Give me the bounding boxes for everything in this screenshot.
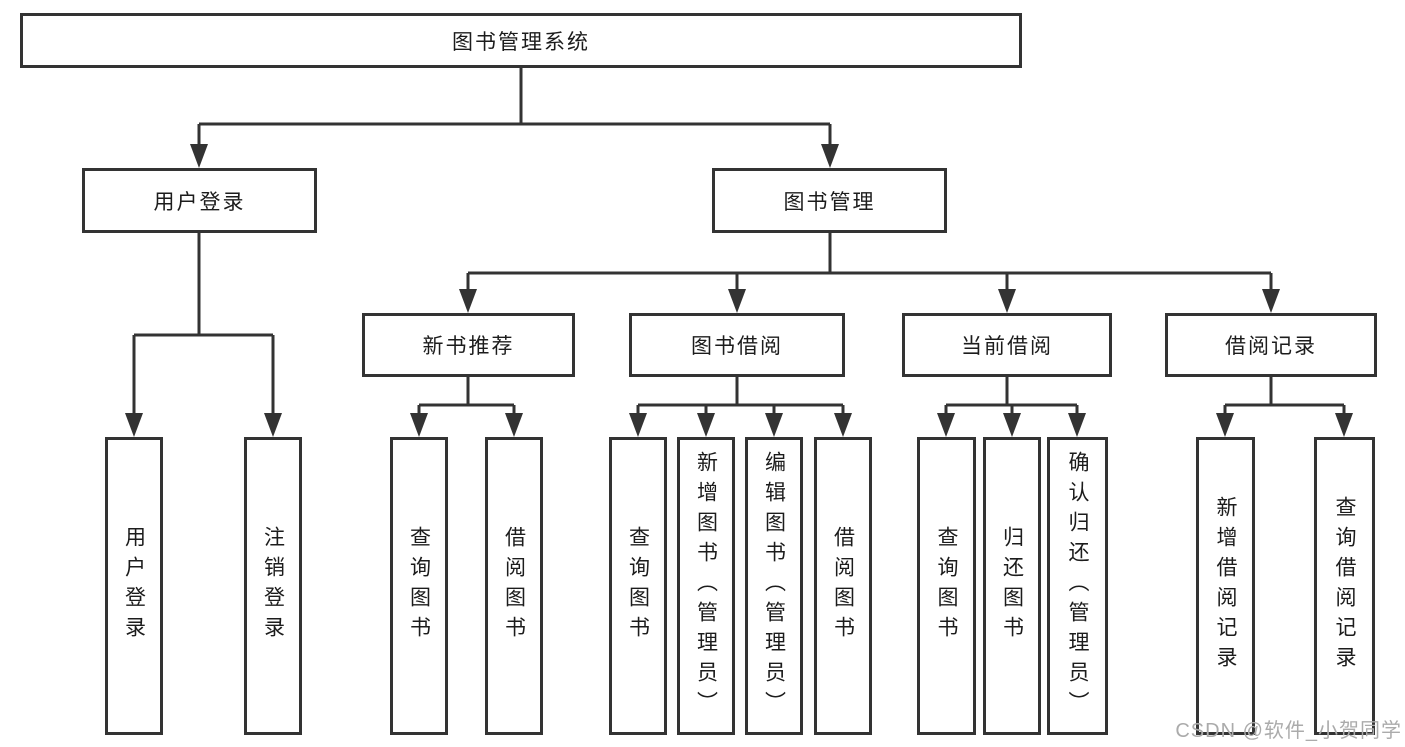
node-new-book-recommend: 新书推荐 [362,313,575,377]
node-borrow-records: 借阅记录 [1165,313,1377,377]
leaf-add-borrow-record: 新增借阅记录 [1196,437,1255,735]
leaf-add-book-admin: 新增图书（管理员） [677,437,735,735]
leaf-label: 新增借阅记录 [1214,496,1238,676]
leaf-label: 确认归还（管理员） [1066,451,1090,721]
node-current-borrow: 当前借阅 [902,313,1112,377]
node-label: 新书推荐 [422,335,515,358]
leaf-label: 注销登录 [261,526,285,646]
node-label: 借阅记录 [1225,335,1317,358]
leaf-label: 编辑图书（管理员） [762,451,786,721]
node-label: 图书管理系统 [452,30,590,54]
leaf-query-books: 查询图书 [609,437,667,735]
leaf-edit-book-admin: 编辑图书（管理员） [745,437,803,735]
leaf-query-borrow-record: 查询借阅记录 [1314,437,1375,735]
leaf-borrow-books: 借阅图书 [814,437,872,735]
leaf-label: 查询图书 [626,526,650,646]
leaf-label: 查询借阅记录 [1333,496,1357,676]
leaf-borrow-books: 借阅图书 [485,437,543,735]
leaf-query-books: 查询图书 [390,437,448,735]
leaf-query-books: 查询图书 [917,437,976,735]
leaf-label: 查询图书 [935,526,959,646]
node-user-login: 用户登录 [82,168,317,233]
leaf-confirm-return-admin: 确认归还（管理员） [1047,437,1108,735]
csdn-watermark: CSDN @软件_小贺同学 [1175,720,1402,742]
node-label: 用户登录 [153,190,246,214]
node-label: 图书管理 [783,190,876,214]
node-library-management-system: 图书管理系统 [20,13,1022,68]
leaf-label: 用户登录 [122,526,146,646]
node-book-borrow: 图书借阅 [629,313,845,377]
leaf-return-book: 归还图书 [983,437,1041,735]
leaf-label: 归还图书 [1000,526,1024,646]
node-label: 当前借阅 [961,335,1053,358]
leaf-logout: 注销登录 [244,437,302,735]
leaf-label: 查询图书 [407,526,431,646]
node-book-management: 图书管理 [712,168,947,233]
leaf-label: 借阅图书 [831,526,855,646]
node-label: 图书借阅 [691,335,783,358]
leaf-label: 新增图书（管理员） [694,451,718,721]
leaf-label: 借阅图书 [502,526,526,646]
leaf-user-login: 用户登录 [105,437,163,735]
